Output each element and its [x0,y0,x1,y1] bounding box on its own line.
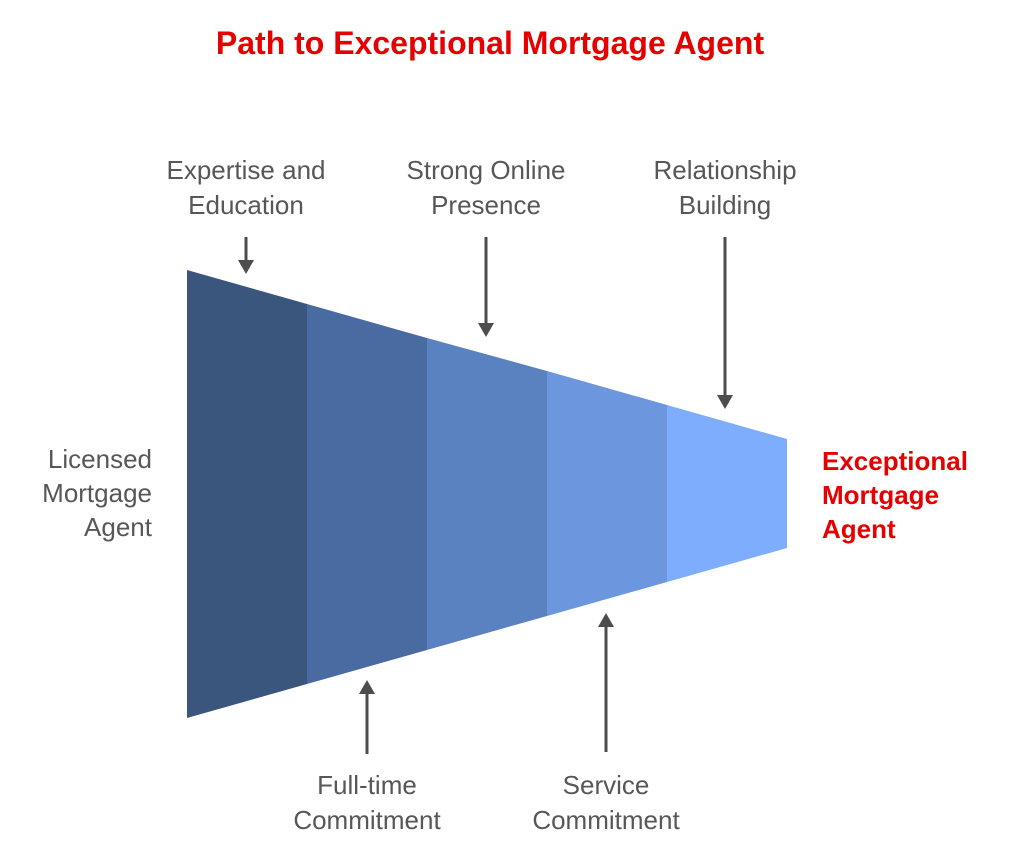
arrow-head-up-icon [359,680,375,694]
arrow-full-time-commitment [359,680,375,754]
funnel-segment-3 [427,338,547,650]
funnel-segment-2 [307,304,427,684]
arrow-head-down-icon [717,395,733,409]
callout-service-commitment: Service Commitment [532,770,680,835]
arrow-relationship-building [717,237,733,409]
arrow-head-up-icon [598,613,614,627]
callout-expertise-education: Expertise and Education [166,155,326,220]
arrow-expertise-education [238,237,254,274]
arrow-service-commitment [598,613,614,752]
funnel-segment-5 [667,405,787,582]
funnel-segment-4 [547,371,667,616]
callout-full-time-commitment: Full-time Commitment [293,770,441,835]
callout-relationship-building: Relationship Building [653,155,797,220]
arrow-strong-online-presence [478,237,494,337]
arrow-head-down-icon [478,323,494,337]
start-label-licensed-mortgage-agent: Licensed Mortgage Agent [42,444,152,542]
end-label-exceptional-mortgage-agent: Exceptional Mortgage Agent [822,446,968,544]
arrow-head-down-icon [238,260,254,274]
diagram-title: Path to Exceptional Mortgage Agent [215,25,765,61]
callout-strong-online-presence: Strong Online Presence [406,155,566,220]
funnel-segment-1 [187,270,307,718]
